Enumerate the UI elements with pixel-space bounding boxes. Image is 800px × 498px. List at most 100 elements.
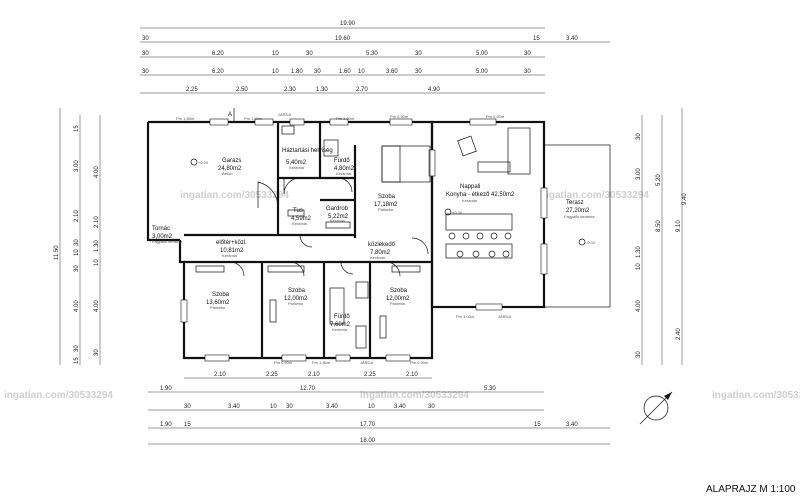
room-area-bath-2: 7,60m2 bbox=[330, 322, 351, 328]
room-name-bath-2: Fürdő bbox=[334, 314, 350, 320]
watermark-2: ingatlan.com/30533294 bbox=[540, 190, 649, 201]
dim-top-2-0: 30 bbox=[142, 51, 149, 57]
watermark-5: ingatlan.com/30533294 bbox=[712, 390, 800, 401]
dim-top-3-10: 30 bbox=[524, 69, 531, 75]
dim-bot-3-0: 1.90 bbox=[160, 422, 172, 428]
room-area-bedroom-2: 13,60m2 bbox=[206, 300, 230, 306]
room-area-wardrobe: 5,22m2 bbox=[328, 214, 349, 220]
dim-left-c2-0: 4.00 bbox=[94, 166, 100, 178]
room-name-shower: Tus bbox=[293, 208, 303, 214]
dim-bot-0-3: 2.25 bbox=[364, 372, 376, 378]
dim-left-c1-1: 3.00 bbox=[74, 160, 80, 172]
dim-top-2-4: 5.30 bbox=[366, 51, 378, 57]
room-floor-shower: Kerámia bbox=[292, 221, 308, 226]
room-floor-bath-2: Kerámia bbox=[332, 327, 348, 332]
dim-left-c1-8: 15 bbox=[74, 357, 80, 364]
dim-left-c1-2: 2.10 bbox=[74, 210, 80, 222]
dim-top-3-0: 30 bbox=[142, 69, 149, 75]
dim-bot-3-2: 17.70 bbox=[360, 422, 376, 428]
room-name-bedroom-2: Szoba bbox=[212, 292, 230, 298]
window-label-5: Pm 0,90m bbox=[486, 114, 505, 119]
dim-bot-2-6: 3.40 bbox=[394, 404, 406, 410]
window-label-3: Pm 1,80m bbox=[336, 116, 355, 121]
window-label-4: Pm 0,90m bbox=[390, 114, 409, 119]
dim-right-c1-5: 30 bbox=[636, 351, 642, 358]
room-floor-terrace: Fagyálló kerámia bbox=[564, 214, 595, 219]
dim-bot-2-3: 30 bbox=[286, 404, 293, 410]
room-name-garage: Garázs bbox=[222, 158, 241, 164]
room-area-garage: 24,80m2 bbox=[218, 166, 242, 172]
dim-top-3-9: 5.00 bbox=[476, 69, 488, 75]
room-name-utility: Háztartási helyiség bbox=[282, 148, 333, 154]
dim-top-1-2: 15 bbox=[533, 36, 540, 42]
watermark-4: ingatlan.com/30533294 bbox=[360, 390, 469, 401]
room-area-bedroom-3: 12,00m2 bbox=[284, 296, 308, 302]
room-floor-hall: Kerámia bbox=[222, 253, 238, 258]
dim-right-c1-1: 3.00 bbox=[636, 168, 642, 180]
dim-right-c2-2: 9.10 bbox=[676, 220, 682, 232]
dim-bot-0-2: 2.10 bbox=[308, 372, 320, 378]
dim-top-4-1: 2.50 bbox=[236, 87, 248, 93]
living-room-furniture bbox=[445, 127, 531, 259]
dim-top-3-8: 30 bbox=[415, 69, 422, 75]
room-area-utility: 5,40m2 bbox=[286, 160, 307, 166]
dim-top-3-2: 10 bbox=[272, 69, 279, 75]
dim-left-c2-1: 2.10 bbox=[94, 216, 100, 228]
dim-top-1-3: 3.40 bbox=[566, 36, 578, 42]
dim-left-c1-7: 30 bbox=[74, 345, 80, 352]
dim-left-c2-2: 1.30 bbox=[94, 240, 100, 252]
window-label-2: Pm 1,80m bbox=[244, 116, 263, 121]
dim-bot-0-0: 2.10 bbox=[214, 372, 226, 378]
dim-top-1-0: 30 bbox=[142, 36, 149, 42]
level-mark-garage-symbol bbox=[190, 158, 198, 166]
room-name-bedroom-1: Szoba bbox=[378, 194, 396, 200]
dim-top-3-5: 1.60 bbox=[339, 69, 351, 75]
level-mark-terrace: -0.02 bbox=[586, 240, 596, 245]
north-arrow-icon bbox=[639, 391, 673, 425]
room-floor-bedroom-3: Parketta bbox=[288, 301, 304, 306]
level-mark-garage: +0.00 bbox=[198, 160, 209, 165]
room-name-bath-1: Fürdő bbox=[334, 158, 350, 164]
terrace-outline bbox=[543, 144, 611, 308]
watermark-3: ingatlan.com/30533294 bbox=[4, 390, 113, 401]
dim-right-c2-0: 5.20 bbox=[656, 174, 662, 186]
dim-bot-3-3: 15 bbox=[534, 422, 541, 428]
window-label-1: Pm 1,80m bbox=[176, 116, 195, 121]
dim-left-c2-5: 30 bbox=[94, 349, 100, 356]
dim-top-3-4: 30 bbox=[314, 69, 321, 75]
dim-right-c1-3: 10 bbox=[636, 263, 642, 270]
room-floor-bath-1: Kerámia bbox=[336, 171, 352, 176]
dim-left-outer: 11.50 bbox=[54, 245, 60, 260]
room-floor-corridor: Kerámia bbox=[370, 255, 386, 260]
dim-right-c2-1: 8.50 bbox=[656, 220, 662, 232]
dim-right-outer: 9.40 bbox=[682, 193, 688, 205]
dim-top-3-1: 6.20 bbox=[212, 69, 224, 75]
room-floor-bedroom-1: Parketta bbox=[378, 207, 394, 212]
room-labels: Garázs 24,80m2 Beton Háztartási helyiség… bbox=[152, 148, 595, 332]
dim-left-c1-4: 10 bbox=[74, 249, 80, 256]
room-floor-bedroom-2: Parketta bbox=[210, 305, 226, 310]
room-floor-utility: Kerámia bbox=[289, 165, 305, 170]
room-name-hall: előtér+közl. bbox=[216, 240, 247, 246]
room-area-corridor: 7,80m2 bbox=[370, 250, 391, 256]
level-mark-living-symbol bbox=[444, 208, 452, 216]
dim-top-3-7: 3.60 bbox=[386, 69, 398, 75]
dim-bot-0-1: 2.25 bbox=[266, 372, 278, 378]
room-floor-wardrobe: Kerámia bbox=[330, 218, 346, 223]
dim-right-c1-4: 4.00 bbox=[636, 300, 642, 312]
watermark-1: ingatlan.com/30533294 bbox=[180, 190, 289, 201]
dim-bot-1-2: 5.30 bbox=[484, 386, 496, 392]
room-area-shower: 4,59m2 bbox=[291, 216, 312, 222]
dim-bot-2-5: 10 bbox=[368, 404, 375, 410]
dim-bot-3-4: 3.40 bbox=[566, 422, 578, 428]
room-name-bedroom-3: Szoba bbox=[288, 288, 306, 294]
level-mark-terrace-symbol bbox=[578, 238, 586, 246]
fixtures bbox=[195, 125, 431, 349]
room-name-terrace: Terasz bbox=[566, 200, 584, 206]
dim-left-c1-3: 30 bbox=[74, 239, 80, 246]
dim-top-4-4: 2.70 bbox=[356, 87, 368, 93]
room-area-living: Konyha - étkező 42,50m2 bbox=[446, 192, 515, 198]
dimension-lines-top: 19.90 30 19.60 15 3.40 30 6.20 10 30 5.3… bbox=[140, 21, 610, 94]
dim-bot-2-2: 10 bbox=[270, 404, 277, 410]
dim-bot-1-0: 1.90 bbox=[160, 386, 172, 392]
